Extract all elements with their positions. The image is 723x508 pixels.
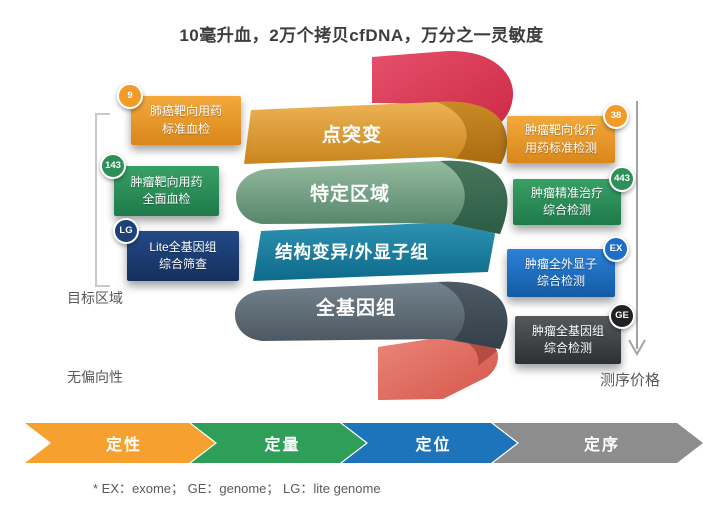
card-tumor-whole-exome-test: EX 肿瘤全外显子 综合检测 [507, 236, 629, 297]
flow-step-localization: 定位 [342, 423, 517, 463]
card-text-line1: 肿瘤靶向化疗 [524, 123, 597, 138]
band-label-structural-variants: 结构变异/外显子组 [275, 242, 429, 262]
card-lite-whole-genome-screen: LG Lite全基因组 综合筛查 [113, 218, 239, 281]
flow-step-quantitative: 定量 [191, 423, 366, 463]
card-text-line2: 标准血检 [161, 121, 210, 136]
band-label-whole-genome: 全基因组 [315, 296, 396, 319]
gene-count-badge: 38 [603, 103, 629, 129]
card-text-line1: 肿瘤全外显子 [524, 256, 597, 271]
band-whole-genome-fold [438, 281, 508, 349]
card-tumor-precision-comprehensive-test: 443 肿瘤精准治疗 综合检测 [513, 166, 635, 225]
flow-step-bar: 定性 定量 定位 定序 [25, 423, 703, 463]
card-text-line1: 肿瘤精准治疗 [530, 185, 603, 200]
band-structural-variants [253, 220, 495, 281]
card-text-line2: 全面血检 [142, 192, 191, 206]
band-point-mutation-fold [437, 101, 507, 164]
gene-count-badge: 143 [100, 153, 126, 179]
card-tumor-chemo-standard-test: 38 肿瘤靶向化疗 用药标准检测 [507, 103, 629, 163]
flow-step-sequencing: 定序 [493, 423, 703, 463]
card-tumor-whole-genome-test: GE 肿瘤全基因组 综合检测 [515, 303, 635, 364]
flow-step-qualitative: 定性 [25, 423, 215, 463]
page-title: 10毫升血，2万个拷贝cfDNA，万分之一灵敏度 [179, 26, 544, 45]
card-text-line2: 用药标准检测 [524, 140, 597, 155]
target-region-label: 目标区域 [67, 290, 123, 306]
ribbon-bottom-salmon [378, 335, 498, 400]
band-point-mutation [244, 101, 507, 164]
target-region-bracket [95, 113, 110, 287]
gene-count-badge: 9 [117, 83, 143, 109]
card-text-line1: 肿瘤全基因组 [531, 323, 604, 338]
card-text-line1: Lite全基因组 [149, 239, 217, 254]
card-text-line2: 综合检测 [536, 274, 585, 288]
gene-count-badge: EX [603, 236, 629, 262]
card-text-line1: 肺癌靶向用药 [149, 104, 222, 119]
gene-count-badge: 443 [609, 166, 635, 192]
card-text-line2: 综合筛查 [158, 257, 207, 271]
band-label-point-mutation: 点突变 [322, 123, 382, 146]
gene-count-badge: GE [609, 303, 635, 329]
card-tumor-targeted-full-blood-test: 143 肿瘤靶向用药 全面血检 [100, 153, 219, 216]
band-whole-genome [235, 281, 508, 349]
band-label-specific-region: 特定区域 [310, 182, 390, 205]
price-arrow-head-icon [628, 339, 646, 357]
card-text-line1: 肿瘤靶向用药 [130, 174, 203, 189]
band-specific-region-fold [440, 160, 508, 234]
card-lung-targeted-standard-blood-test: 9 肺癌靶向用药 标准血检 [117, 83, 241, 145]
sequencing-price-label: 测序价格 [600, 372, 661, 389]
abbreviation-footnote: * EX：exome； GE：genome； LG：lite genome [93, 481, 381, 496]
band-specific-region [236, 160, 508, 234]
gene-count-badge: LG [113, 218, 139, 244]
unbiased-label: 无偏向性 [67, 369, 123, 385]
card-text-line2: 综合检测 [542, 203, 591, 217]
card-text-line2: 综合检测 [543, 341, 592, 355]
